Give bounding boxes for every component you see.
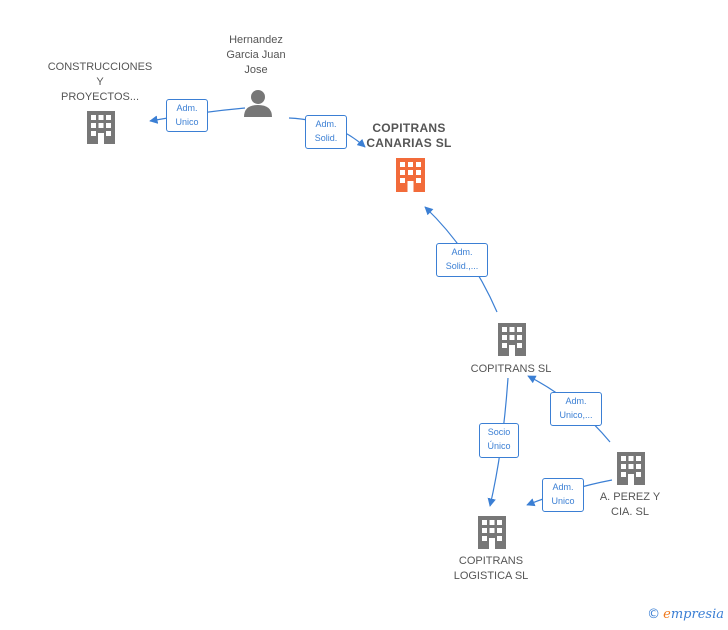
edge-badge-adm-solid[interactable]: Adm. Solid. [305,115,347,149]
person-icon [244,90,272,117]
node-label-hernandez[interactable]: Hernandez Garcia Juan Jose [226,34,286,76]
node-label-logistica[interactable]: COPITRANS LOGISTICA SL [453,555,529,582]
building-icon [87,111,115,144]
empresia-logo: ©empresia [647,607,724,622]
node-label-perez[interactable]: A. PEREZ Y CIA. SL [599,491,661,518]
logo-text: mpresia [670,607,724,622]
node-label-copitrans-sl[interactable]: COPITRANS SL [470,363,552,375]
node-label-construcciones[interactable]: CONSTRUCCIONES Y PROYECTOS... [47,61,153,103]
edge-badge-socio-unico[interactable]: Socio Único [479,423,519,458]
edge-badge-adm-unico-perez[interactable]: Adm. Unico [542,478,584,512]
building-icon [617,452,645,485]
logo-e: e [663,607,671,622]
node-label-copitrans-canarias[interactable]: COPITRANS CANARIAS SL [366,121,452,150]
building-icon [478,516,506,549]
edge-badge-adm-unico[interactable]: Adm. Unico [166,99,208,132]
copyright-symbol: © [647,607,661,622]
building-icon [498,323,526,356]
edge-badge-adm-solid-more[interactable]: Adm. Solid.,... [436,243,488,277]
edge-badge-adm-unico-more[interactable]: Adm. Unico,... [550,392,602,426]
building-icon-highlight [396,158,425,192]
